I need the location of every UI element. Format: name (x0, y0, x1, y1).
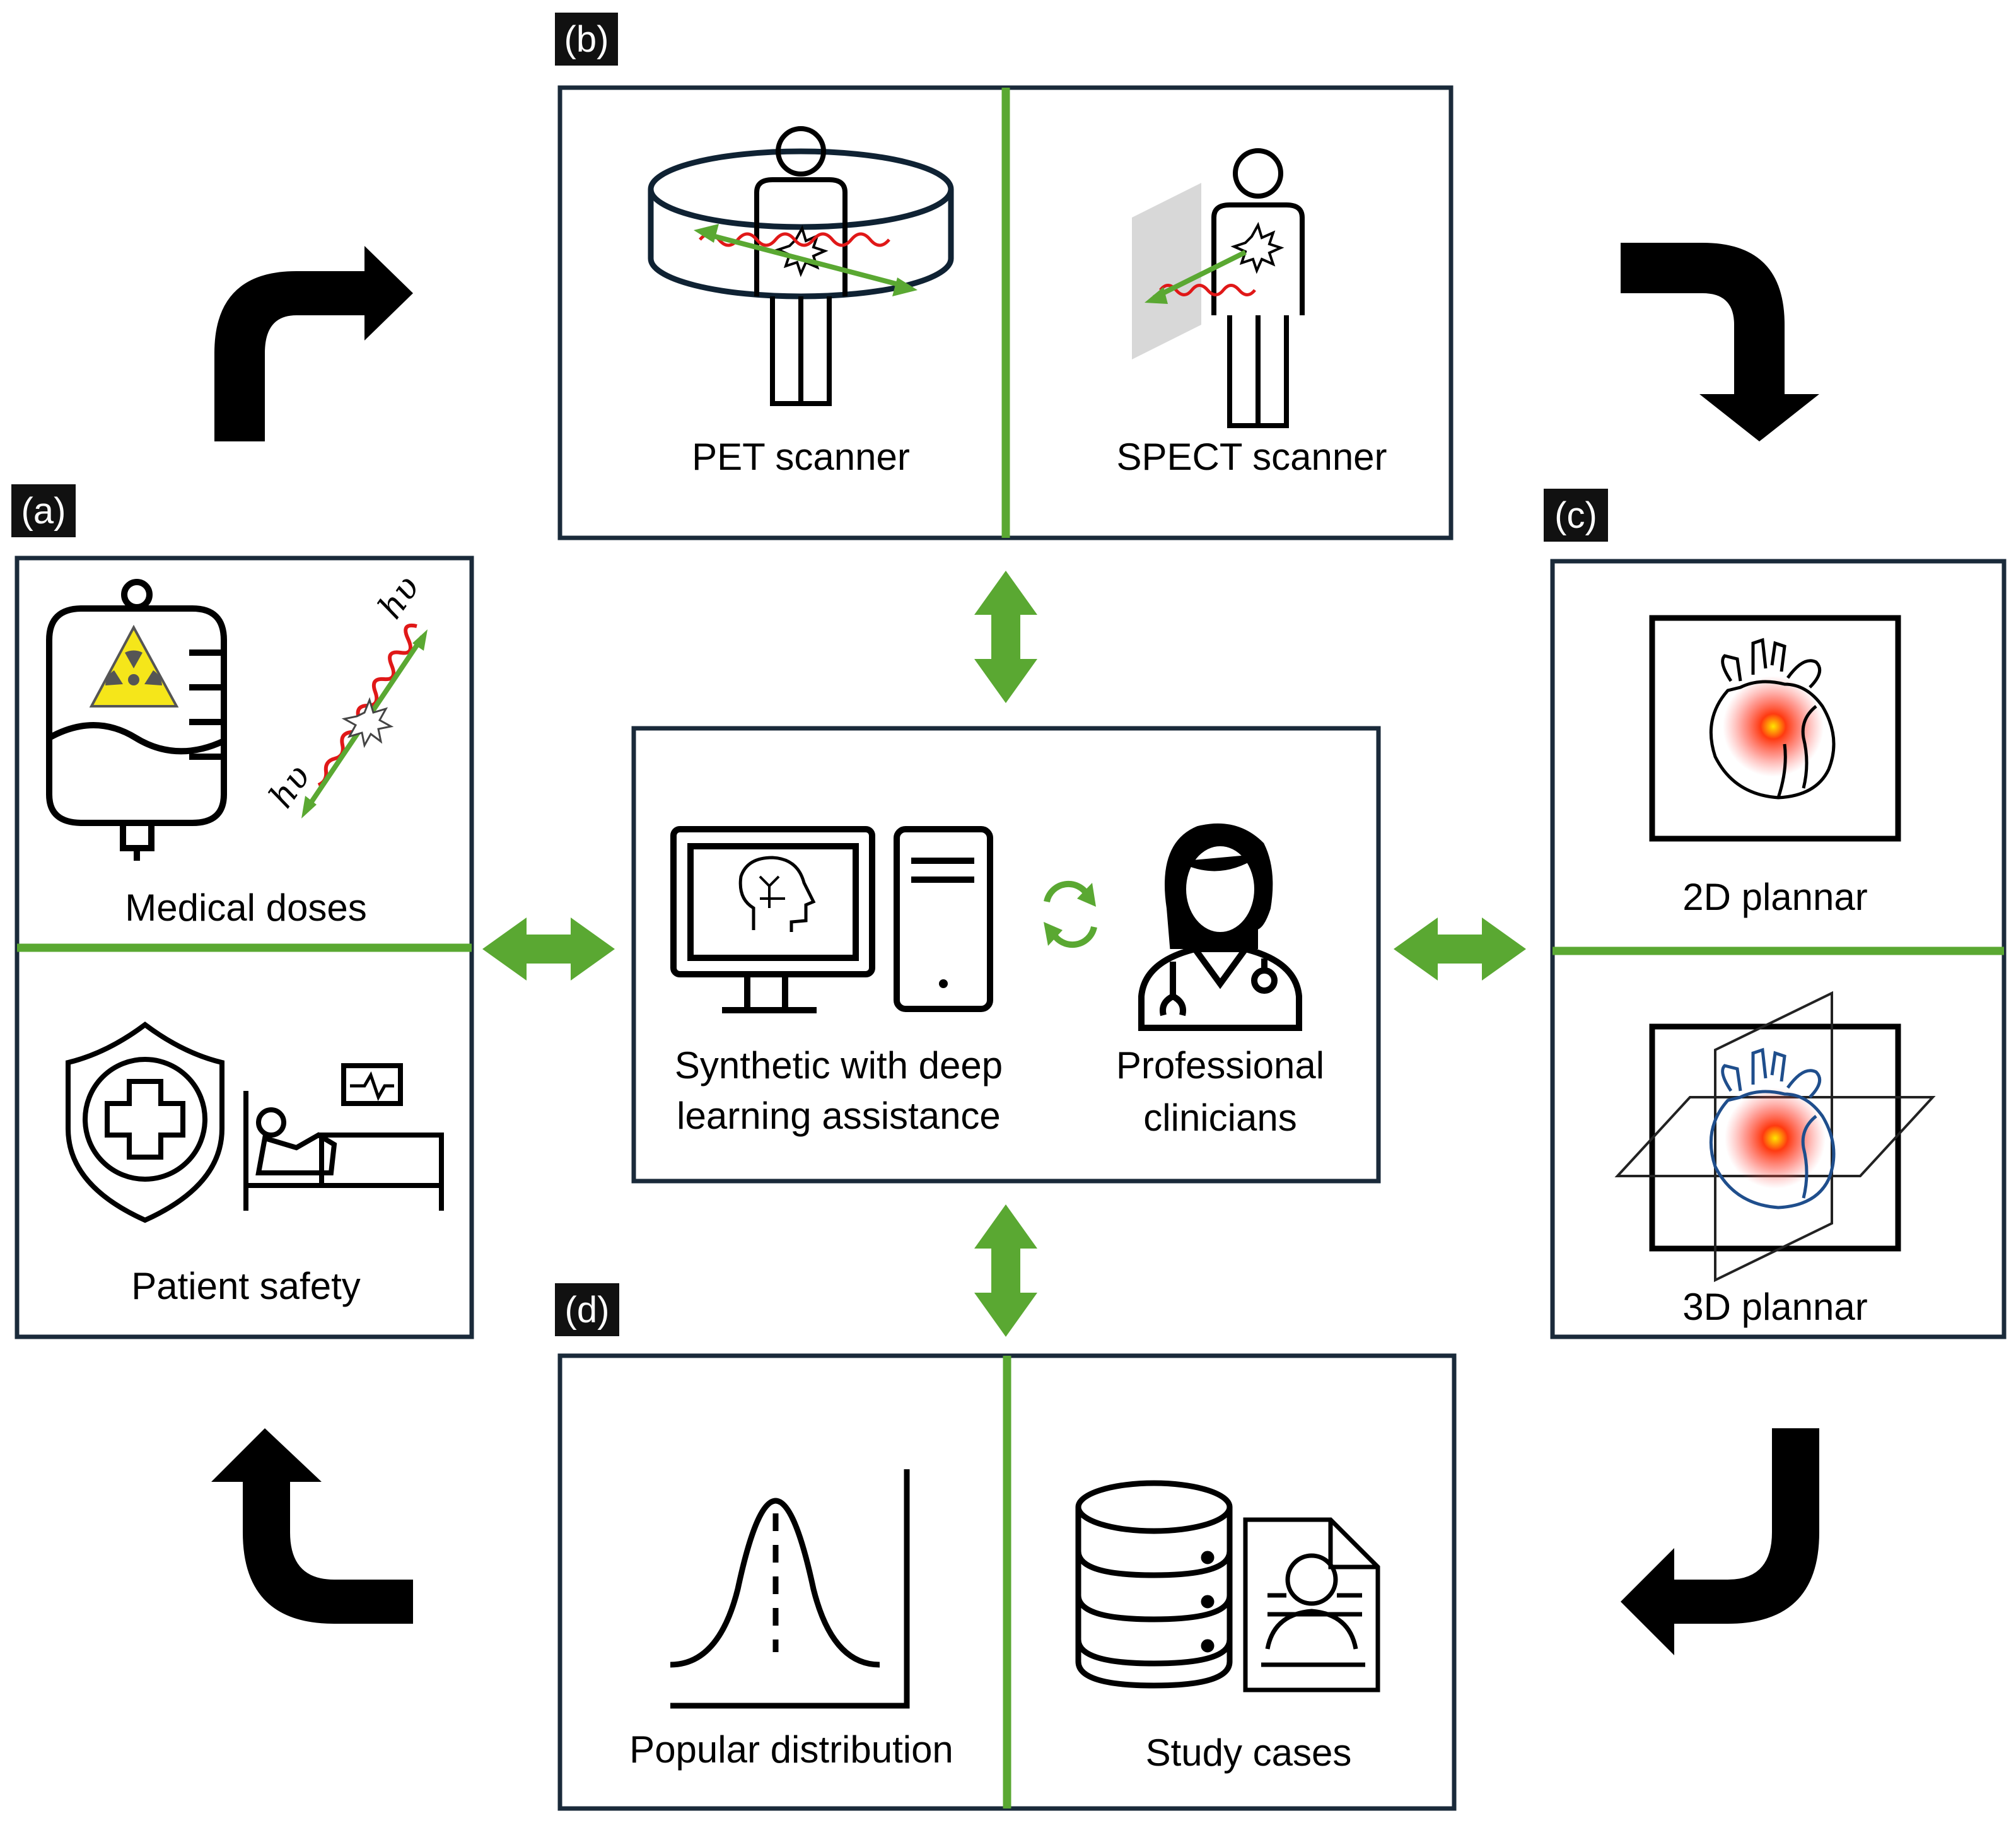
flow-arrow-b-to-c (1621, 243, 1819, 441)
panel-c-tag: (c) (1554, 495, 1597, 536)
ai-computer-icon (670, 826, 993, 1013)
study-cases-label: Study cases (1146, 1732, 1352, 1774)
medical-doses-label: Medical doses (125, 887, 367, 929)
double-arrow-bottom (974, 1204, 1037, 1337)
photon-emission-icon (301, 624, 428, 818)
spect-scanner-label: SPECT scanner (1116, 436, 1387, 478)
double-arrow-right (1394, 917, 1526, 981)
panel-b-tag-box (555, 13, 618, 66)
bell-curve-icon (670, 1469, 910, 1709)
center-panel: Synthetic with deep learning assistance … (631, 726, 1381, 1184)
double-arrow-left (482, 917, 615, 981)
2d-plannar-label: 2D plannar (1682, 876, 1868, 918)
3d-plannar-label: 3D plannar (1682, 1286, 1868, 1328)
heart-3d-icon (1614, 991, 1936, 1283)
patient-record-icon (1243, 1517, 1380, 1692)
panel-c: (c) 2D plannar 3D plannar (1544, 489, 2007, 1339)
iv-bag-radiation-icon (46, 579, 227, 861)
center-left-line1: Synthetic with deep (675, 1044, 1003, 1086)
double-arrow-top (974, 571, 1037, 703)
panel-d: (d) Popular distribution St (555, 1283, 1457, 1811)
pet-ring-icon (648, 126, 954, 406)
panel-d-tag: (d) (565, 1290, 610, 1331)
shield-cross-icon (66, 1022, 224, 1223)
hospital-bed-icon (243, 1063, 444, 1211)
photon-label-top: hυ (370, 568, 427, 626)
center-left-line2: learning assistance (677, 1095, 1001, 1137)
spect-detector-icon (1132, 148, 1305, 428)
flow-arrow-d-to-a (211, 1428, 413, 1624)
doctor-icon (1138, 823, 1302, 1031)
panel-b-tag: (b) (564, 19, 609, 60)
panel-a: (a) hυ hυ Medical doses (11, 484, 474, 1339)
pet-scanner-label: PET scanner (692, 436, 910, 478)
center-right-line1: Professional (1116, 1044, 1324, 1086)
panel-b: (b) PET scanner (555, 13, 1454, 540)
center-right-line2: clinicians (1143, 1097, 1296, 1139)
popular-distribution-label: Popular distribution (629, 1728, 953, 1771)
panel-a-tag: (a) (21, 491, 66, 532)
flow-arrow-a-to-b (214, 246, 413, 441)
patient-safety-label: Patient safety (131, 1265, 361, 1307)
refresh-cycle-icon (1044, 880, 1097, 948)
database-icon (1075, 1480, 1233, 1689)
flow-arrow-c-to-d (1621, 1428, 1819, 1655)
heart-2d-icon (1649, 615, 1901, 842)
